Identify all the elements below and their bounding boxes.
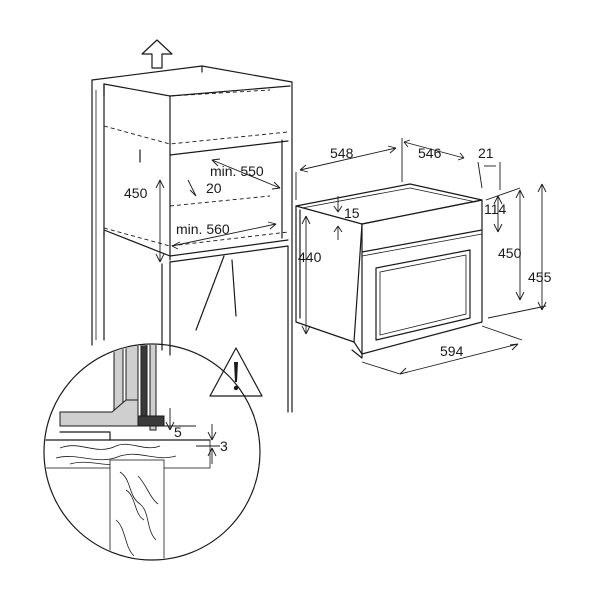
cabinet [91,65,293,413]
detail-callout [43,255,261,561]
warning-triangle-icon [209,347,263,397]
oven-dimension-lines [295,138,547,375]
panel-top-label: 114 [484,201,507,217]
oven [295,183,483,359]
gap-a-label: 5 [174,424,182,440]
cabinet-labels: min. 550 20 450 min. 560 [124,163,264,237]
total-height-label: 455 [528,269,552,285]
depth-total-label: 548 [330,145,354,161]
width-label: 594 [440,343,464,359]
detail-content [45,345,211,559]
detail-labels: 5 3 [174,424,228,454]
min-width-bottom-label: min. 560 [176,221,230,237]
front-offset-label: 21 [478,145,494,161]
gap-b-label: 3 [220,438,228,454]
niche-height-label: 450 [124,185,148,201]
front-height-label: 450 [498,245,522,261]
gap-label: 20 [206,180,222,196]
detail-dimension-lines [160,408,220,464]
min-width-top-label: min. 550 [210,163,264,179]
up-arrow-icon [141,39,173,69]
oven-labels: 548 546 21 15 440 114 450 455 594 [298,145,552,359]
depth-body-label: 546 [418,145,442,161]
body-height-label: 440 [298,249,322,265]
top-offset-label: 15 [344,205,360,221]
niche-dimension-lines [155,158,281,263]
